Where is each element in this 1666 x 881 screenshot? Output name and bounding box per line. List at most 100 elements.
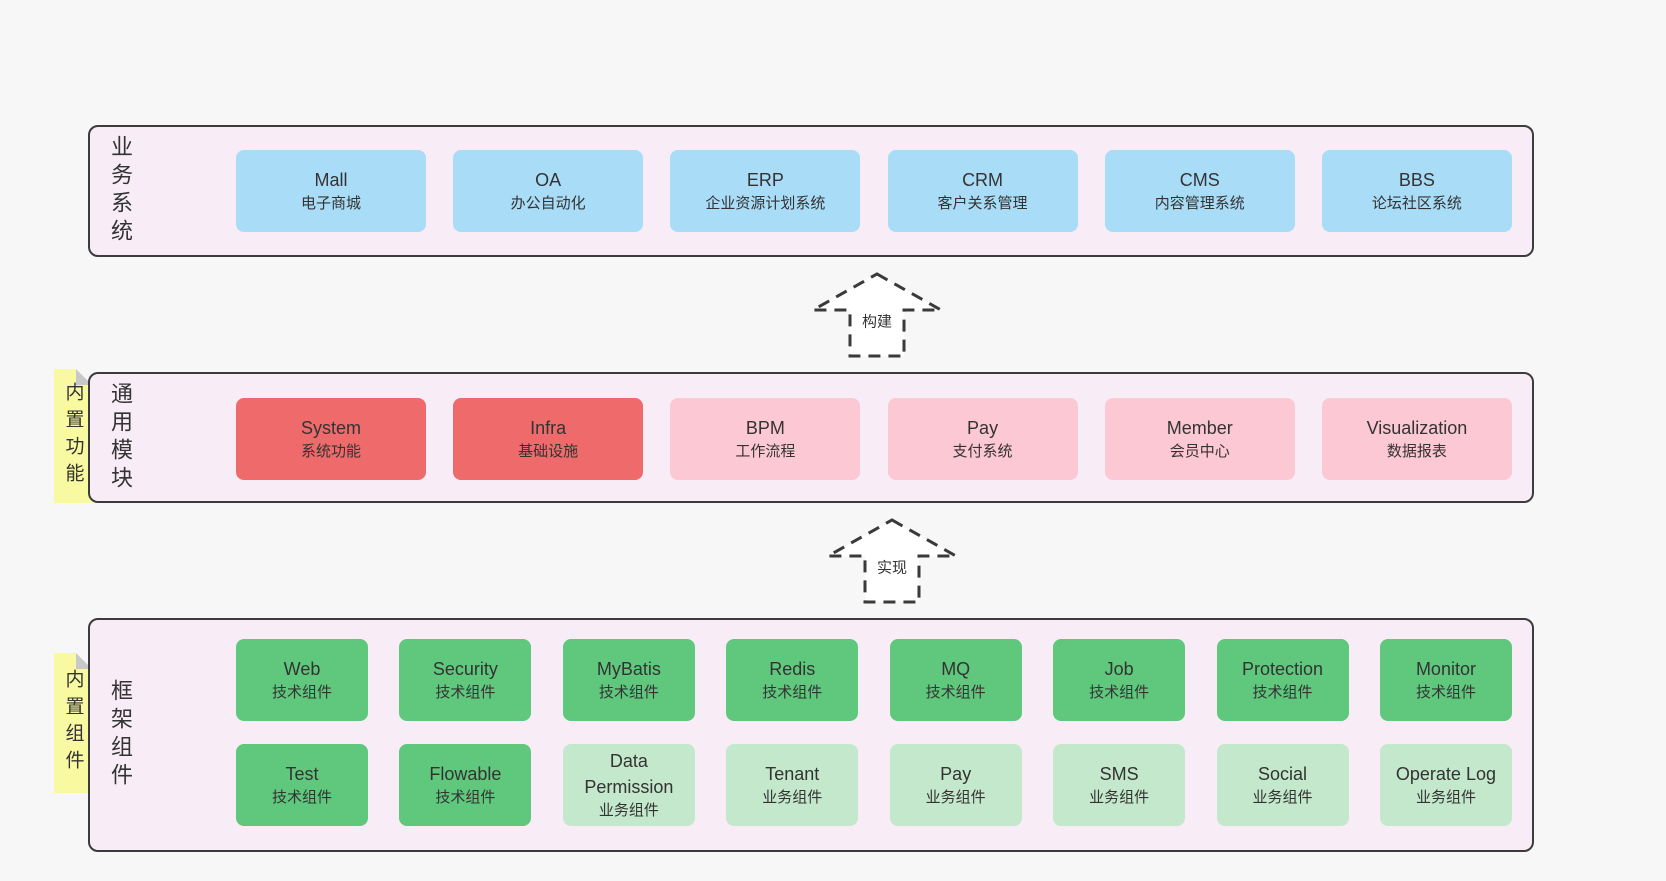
box-subtitle: 论坛社区系统: [1371, 195, 1462, 213]
box-title: MyBatis: [596, 658, 661, 679]
box-oa: OA 办公自动化: [453, 150, 644, 232]
box-mybatis: MyBatis 技术组件: [562, 639, 695, 721]
box-protection: Protection 技术组件: [1216, 639, 1349, 721]
box-job: Job 技术组件: [1053, 639, 1186, 721]
box-subtitle: 业务组件: [925, 789, 986, 807]
box-cms: CMS 内容管理系统: [1104, 150, 1295, 232]
box-crm: CRM 客户关系管理: [887, 150, 1078, 232]
box-subtitle: 业务组件: [598, 801, 659, 819]
box-subtitle: 内容管理系统: [1154, 195, 1245, 213]
box-data-permission: Data Permission 业务组件: [562, 744, 695, 826]
box-title: Tenant: [765, 763, 820, 784]
box-subtitle: 技术组件: [435, 684, 496, 702]
box-pay: Pay 支付系统: [887, 398, 1078, 480]
box-subtitle: 技术组件: [1252, 684, 1313, 702]
box-bbs: BBS 论坛社区系统: [1321, 150, 1512, 232]
box-subtitle: 技术组件: [271, 789, 332, 807]
implement-arrow-icon: 实现: [825, 517, 959, 605]
box-pay-biz: Pay 业务组件: [889, 744, 1022, 826]
box-subtitle: 系统功能: [300, 443, 361, 461]
sticky-label: 内置功能: [62, 382, 84, 490]
box-sms: SMS 业务组件: [1053, 744, 1186, 826]
box-title: Infra: [530, 417, 567, 438]
box-subtitle: 技术组件: [271, 684, 332, 702]
box-subtitle: 支付系统: [952, 443, 1013, 461]
box-title: Test: [285, 763, 319, 784]
box-subtitle: 企业资源计划系统: [705, 195, 826, 213]
box-title: CMS: [1179, 169, 1220, 190]
box-title: Visualization: [1366, 417, 1468, 438]
box-title: Monitor: [1415, 658, 1476, 679]
box-subtitle: 技术组件: [435, 789, 496, 807]
box-title: BPM: [745, 417, 785, 438]
sticky-note-built-in-components: 内置组件: [54, 653, 92, 793]
box-subtitle: 数据报表: [1386, 443, 1447, 461]
box-subtitle: 业务组件: [1252, 789, 1313, 807]
panel-framework-components: 框架组件 Web 技术组件 Security 技术组件 MyBatis 技术组件…: [88, 618, 1534, 852]
build-arrow-icon: 构建: [810, 271, 944, 359]
box-web: Web 技术组件: [236, 639, 368, 721]
box-subtitle: 业务组件: [1089, 789, 1150, 807]
box-title: Redis: [769, 658, 816, 679]
box-subtitle: 技术组件: [762, 684, 823, 702]
sticky-note-built-in-features: 内置功能: [54, 369, 92, 503]
box-row: Web 技术组件 Security 技术组件 MyBatis 技术组件 Redi…: [236, 639, 1512, 721]
box-redis: Redis 技术组件: [726, 639, 859, 721]
box-subtitle: 办公自动化: [510, 195, 586, 213]
box-title: Web: [283, 658, 321, 679]
arrow-label: 构建: [859, 310, 895, 332]
box-row: Test 技术组件 Flowable 技术组件 Data Permission …: [236, 744, 1512, 826]
box-subtitle: 业务组件: [1415, 789, 1476, 807]
box-visualization: Visualization 数据报表: [1321, 398, 1512, 480]
panel-side-label: 通用模块: [108, 381, 133, 494]
box-subtitle: 客户关系管理: [937, 195, 1028, 213]
box-title: CRM: [962, 169, 1004, 190]
box-title: OA: [535, 169, 562, 190]
panel-business-systems: 业务系统 Mall 电子商城 OA 办公自动化 ERP 企业资源计划系统 CRM…: [88, 125, 1534, 257]
box-system: System 系统功能: [236, 398, 426, 480]
box-title: Social: [1258, 763, 1308, 784]
box-title: MQ: [941, 658, 971, 679]
box-security: Security 技术组件: [399, 639, 532, 721]
box-title: System: [300, 417, 361, 438]
box-test: Test 技术组件: [236, 744, 368, 826]
box-title: BBS: [1398, 169, 1435, 190]
box-title: Operate Log: [1395, 763, 1496, 784]
box-title: ERP: [746, 169, 784, 190]
panel-side-label: 业务系统: [108, 135, 133, 247]
box-social: Social 业务组件: [1216, 744, 1349, 826]
box-subtitle: 技术组件: [1089, 684, 1150, 702]
sticky-label: 内置组件: [62, 669, 84, 777]
box-subtitle: 技术组件: [598, 684, 659, 702]
box-bpm: BPM 工作流程: [670, 398, 861, 480]
box-member: Member 会员中心: [1104, 398, 1295, 480]
box-title: Job: [1104, 658, 1134, 679]
box-subtitle: 电子商城: [300, 195, 361, 213]
box-subtitle: 技术组件: [925, 684, 986, 702]
box-subtitle: 业务组件: [762, 789, 823, 807]
box-subtitle: 技术组件: [1415, 684, 1476, 702]
panel-common-modules: 通用模块 System 系统功能 Infra 基础设施 BPM 工作流程 Pay…: [88, 372, 1534, 503]
box-subtitle: 会员中心: [1169, 443, 1230, 461]
box-monitor: Monitor 技术组件: [1379, 639, 1512, 721]
box-mall: Mall 电子商城: [236, 150, 426, 232]
box-operate-log: Operate Log 业务组件: [1379, 744, 1512, 826]
box-subtitle: 基础设施: [518, 443, 579, 461]
box-title: Data Permission: [584, 751, 674, 797]
box-tenant: Tenant 业务组件: [726, 744, 859, 826]
box-row: Mall 电子商城 OA 办公自动化 ERP 企业资源计划系统 CRM 客户关系…: [236, 150, 1512, 232]
panel-side-label: 框架组件: [108, 679, 133, 791]
box-title: Protection: [1242, 658, 1324, 679]
box-title: Mall: [314, 169, 348, 190]
box-subtitle: 工作流程: [735, 443, 796, 461]
box-mq: MQ 技术组件: [889, 639, 1022, 721]
box-erp: ERP 企业资源计划系统: [670, 150, 861, 232]
box-row: System 系统功能 Infra 基础设施 BPM 工作流程 Pay 支付系统…: [236, 398, 1512, 480]
box-infra: Infra 基础设施: [453, 398, 644, 480]
box-title: Security: [432, 658, 498, 679]
box-title: SMS: [1099, 763, 1139, 784]
box-title: Pay: [967, 417, 999, 438]
box-title: Flowable: [429, 763, 502, 784]
box-flowable: Flowable 技术组件: [399, 744, 532, 826]
